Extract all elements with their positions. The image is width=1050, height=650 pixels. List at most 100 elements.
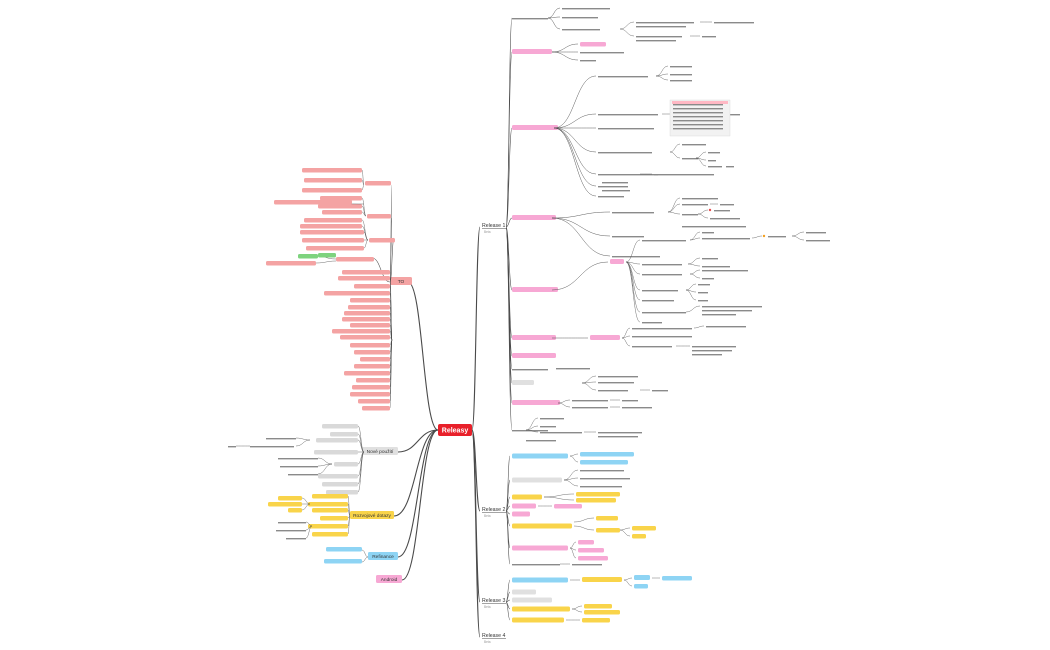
release1-node [512,400,560,405]
nove-leaf [334,462,358,467]
text-line [682,214,698,216]
release1-node [512,380,534,385]
left-branch-node [368,552,398,560]
connector-line [317,463,333,475]
to-hub [336,257,374,262]
rozvoj-leaf [308,524,348,529]
release2-node [512,511,530,517]
to-leaf [348,305,390,310]
to-leaf [300,230,364,235]
text-line [562,29,600,31]
connector-line [505,127,513,228]
text-line [708,152,720,154]
release2-node [512,523,572,529]
text-line [698,292,708,294]
main-branch-label: Release 1 [482,223,505,229]
to-leaf [342,317,390,322]
to-leaf [362,406,390,411]
connector-line [547,7,561,19]
release1-leaf [590,335,620,340]
text-line [670,80,692,82]
to-leaf [322,210,362,215]
release3-node [512,606,570,612]
release3-leaf [662,576,692,581]
text-line [768,236,786,238]
nove-leaf [314,450,358,455]
text-line [276,530,306,532]
connector-line [619,21,635,30]
connector-line [357,451,365,493]
connector-line [573,525,595,531]
text-line [598,376,638,378]
release1-node [512,125,558,130]
text-line [702,270,748,272]
rozvoj-leaf [308,502,348,507]
to-leaf [354,350,390,355]
text-line [562,8,610,10]
text-line [598,196,624,198]
rozvoj-leaf [278,496,302,501]
connector-line [619,529,631,537]
text-line [642,240,686,242]
text-line [580,478,630,480]
connector-line [553,127,597,197]
text-line [642,300,674,302]
release2-leaf [578,540,594,545]
release3-leaf [634,575,650,580]
connector-line [361,211,367,217]
text-line [632,346,672,348]
connector-line [569,541,577,549]
text-line [622,400,638,402]
release1-node [512,287,558,292]
text-line [702,258,718,260]
text-line [702,278,714,280]
connector-line [505,217,513,228]
text-line [682,226,746,228]
text-line [673,108,723,110]
text-line [636,26,686,28]
connector-line [301,503,311,511]
connector-line [569,455,579,463]
connector-line [693,325,705,329]
to-leaf [302,238,364,243]
connector-line [553,127,597,187]
text-line [632,336,692,338]
to-hub [367,214,391,219]
to-leaf [350,298,390,303]
text-line [642,312,686,314]
text-line [673,116,723,118]
connector-line [543,496,575,501]
connector-line [361,219,369,241]
text-line [612,212,654,214]
text-line [692,346,736,348]
text-line [692,350,732,352]
to-hub [365,181,391,186]
to-leaf [360,357,390,362]
release3-node [512,577,568,583]
to-leaf [274,200,352,205]
main-branch-label: Release 2 [482,507,505,513]
connector-line [505,510,511,565]
connector-line [569,453,579,457]
connector-line [621,335,631,339]
root-label: Releasy [442,428,469,435]
connector-line [563,479,579,487]
text-line [278,458,318,460]
warning-dot [708,208,712,212]
connector-line [401,429,439,581]
connector-line [551,43,579,53]
text-line [602,190,630,192]
to-hub [369,238,395,243]
connector-line [625,261,641,313]
text-line [580,60,596,62]
release2-node [512,453,568,459]
connector-line [619,28,635,37]
connector-line [697,209,709,215]
connector-line [305,521,313,527]
release2-leaf [554,504,582,509]
release2-leaf [632,526,656,531]
connector-line [357,451,365,485]
to-leaf [304,218,362,223]
release1-leaf [580,42,606,47]
text-line [572,407,608,409]
